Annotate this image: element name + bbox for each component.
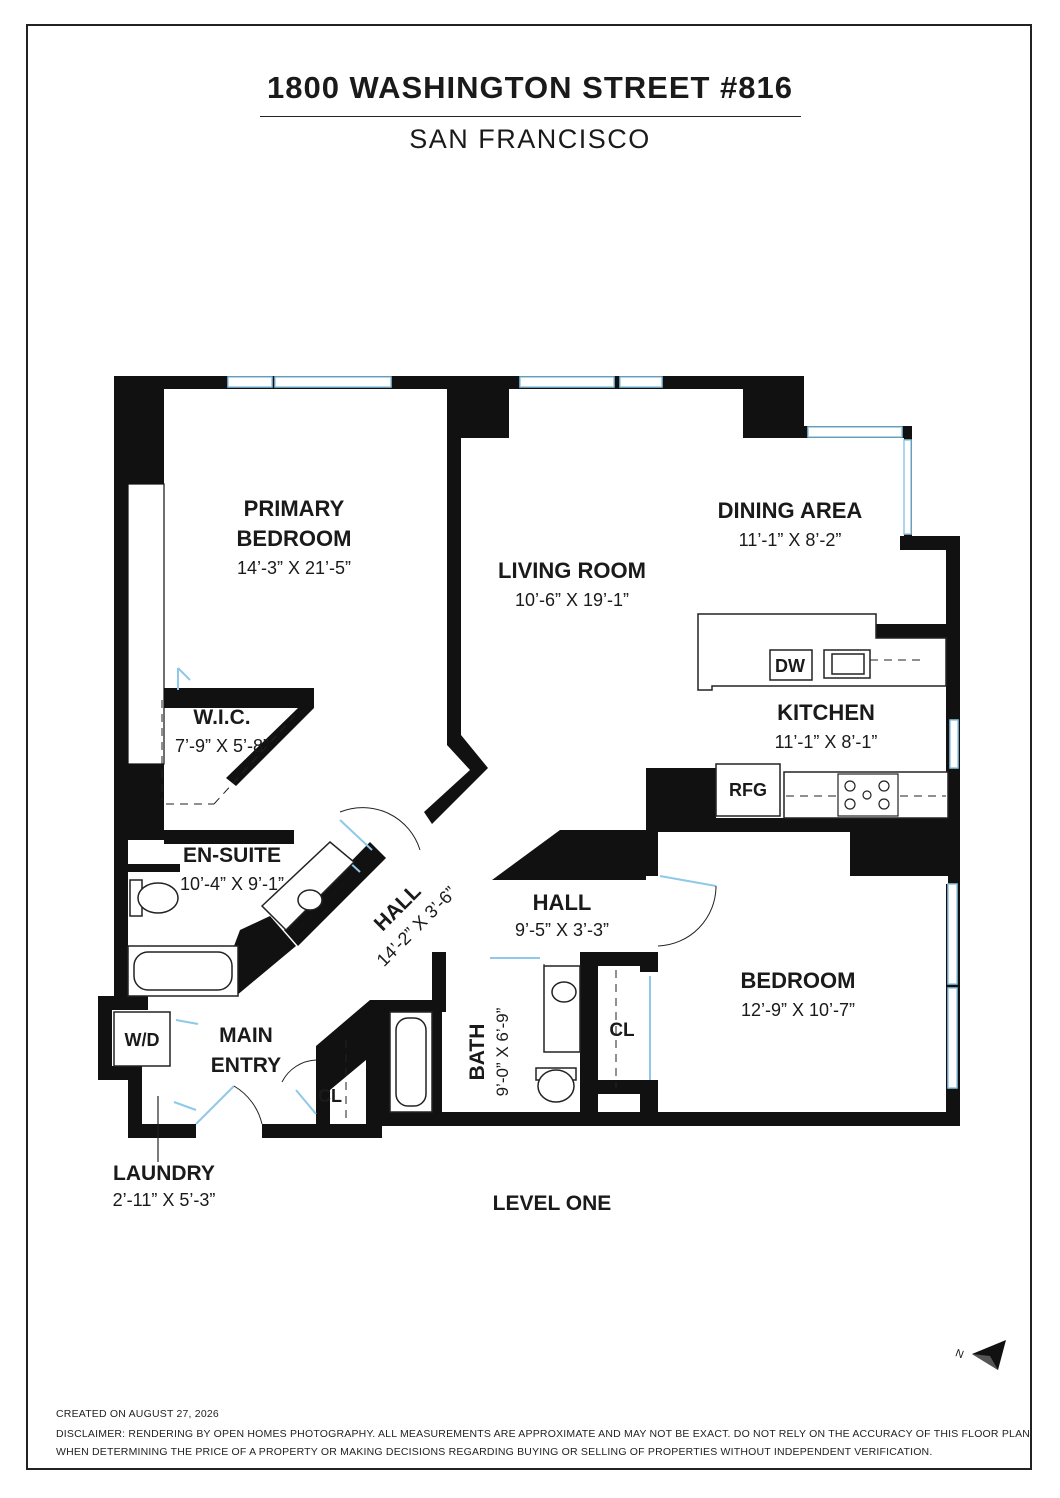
cooktop-icon: [837, 773, 899, 817]
kitchen-size: 11’-1” X 8’-1”: [775, 732, 878, 752]
walls: [98, 376, 960, 1138]
laundry-size: 2’-11” X 5’-3”: [113, 1190, 216, 1210]
fixture-labels: W/D DW RFG CL CL: [113, 656, 805, 1106]
wic-size: 7’-9” X 5’-8”: [175, 736, 269, 756]
main-entry-label: MAIN: [219, 1024, 273, 1047]
primary-bedroom-size: 14’-3” X 21’-5”: [237, 558, 351, 578]
living-room-size: 10’-6” X 19’-1”: [515, 590, 629, 610]
wic-label: W.I.C.: [193, 706, 250, 729]
door-swings: [233, 807, 717, 1125]
living-room-label: LIVING ROOM: [498, 558, 646, 583]
bath-size: 9’-0” X 6’-9”: [493, 1007, 512, 1096]
refrigerator-label: RFG: [729, 780, 767, 800]
primary-bedroom-label-2: BEDROOM: [237, 526, 352, 551]
title-rule: [260, 116, 801, 117]
bedroom-label: BEDROOM: [741, 968, 856, 993]
address-title: 1800 WASHINGTON STREET #816: [266, 70, 794, 105]
kitchen-label: KITCHEN: [777, 700, 875, 725]
disclaimer-line-2: WHEN DETERMINING THE PRICE OF A PROPERTY…: [56, 1446, 933, 1458]
entry-closet-label: CL: [318, 1086, 342, 1106]
laundry-label: LAUNDRY: [113, 1162, 215, 1185]
dining-area-label: DINING AREA: [718, 498, 863, 523]
bath-label: BATH: [466, 1024, 489, 1081]
level-label: LEVEL ONE: [493, 1192, 612, 1215]
kitchen-counters: [697, 613, 949, 819]
bedroom-closet-label: CL: [609, 1020, 635, 1041]
north-label: N: [954, 1347, 966, 1361]
en-suite-label: EN-SUITE: [183, 844, 281, 867]
bath-fixtures: [127, 840, 581, 1113]
windows: [127, 376, 959, 1089]
washer-dryer-label: W/D: [125, 1030, 160, 1050]
bedroom-size: 12’-9” X 10’-7”: [741, 1000, 855, 1020]
dining-area-size: 11’-1” X 8’-2”: [739, 530, 842, 550]
page-frame: [26, 24, 1032, 1470]
hall-label: HALL: [533, 890, 592, 915]
room-labels: PRIMARY BEDROOM 14’-3” X 21’-5” LIVING R…: [113, 496, 878, 1215]
doors: [173, 667, 717, 1125]
disclaimer-line-1: DISCLAIMER: RENDERING BY OPEN HOMES PHOT…: [56, 1428, 1031, 1440]
primary-bedroom-label: PRIMARY: [244, 496, 345, 521]
north-arrow-icon: N: [954, 1340, 1006, 1370]
created-date: CREATED ON AUGUST 27, 2026: [56, 1408, 219, 1420]
city-subtitle: SAN FRANCISCO: [409, 124, 651, 154]
dishwasher-label: DW: [775, 656, 805, 676]
hall-size: 9’-5” X 3’-3”: [515, 920, 609, 940]
main-entry-label-2: ENTRY: [211, 1054, 281, 1077]
en-suite-size: 10’-4” X 9’-1”: [180, 874, 284, 894]
